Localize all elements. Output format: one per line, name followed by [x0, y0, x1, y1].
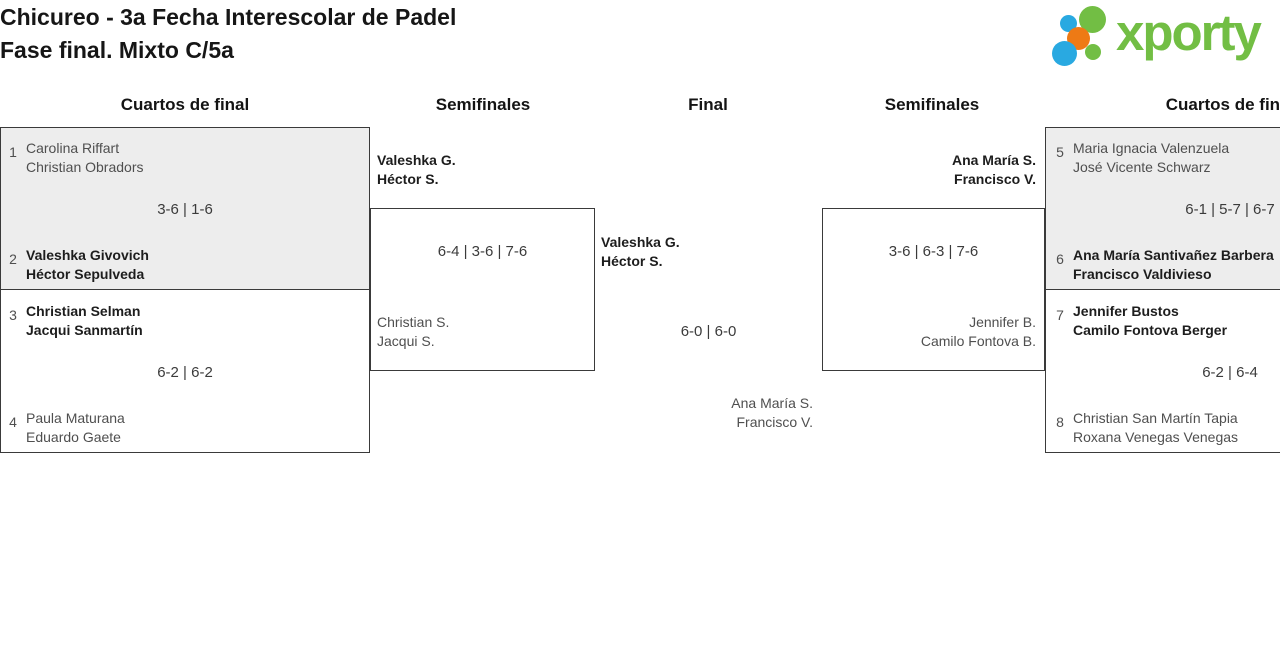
team-name-line: Héctor S.	[377, 171, 439, 187]
team-qf4-bottom: Christian San Martín Tapia Roxana Venega…	[1073, 409, 1238, 447]
round-header-final: Final	[688, 95, 728, 114]
seed-number: 8	[1056, 414, 1064, 430]
team-name-line: Roxana Venegas Venegas	[1073, 429, 1239, 445]
team-sf2-bottom: Jennifer B. Camilo Fontova B.	[921, 313, 1036, 351]
seed-number: 2	[9, 251, 17, 267]
team-name-line: Héctor S.	[601, 253, 663, 269]
round-header-semifinals-right: Semifinales	[884, 95, 980, 114]
team-qf3-top: Maria Ignacia Valenzuela José Vicente Sc…	[1073, 139, 1229, 177]
logo-wordmark: xporty	[1116, 4, 1262, 61]
team-name-line: Ana María S.	[951, 152, 1036, 168]
team-name-line: Ana María Santivañez Barbera	[1073, 247, 1274, 263]
match-box-qf1[interactable]: 1 Carolina Riffart Christian Obradors 3-…	[0, 127, 370, 290]
xporty-logo[interactable]: xporty	[1048, 4, 1280, 68]
team-name-line: Valeshka G.	[601, 234, 680, 250]
match-box-qf2[interactable]: 3 Christian Selman Jacqui Sanmartín 6-2 …	[0, 289, 370, 453]
match-box-sf2[interactable]: Ana María S. Francisco V. 3-6 | 6-3 | 7-…	[822, 152, 1045, 371]
team-qf3-bottom: Ana María Santivañez Barbera Francisco V…	[1073, 246, 1274, 284]
team-name-line: Héctor Sepulveda	[26, 266, 145, 282]
match-box-qf4[interactable]: 7 Jennifer Bustos Camilo Fontova Berger …	[1045, 289, 1280, 453]
team-name-line: Jennifer Bustos	[1073, 303, 1179, 319]
team-sf1-bottom: Christian S. Jacqui S.	[377, 313, 449, 351]
seed-number: 5	[1056, 144, 1064, 160]
team-name-line: Francisco Valdivieso	[1073, 266, 1212, 282]
team-sf2-top: Ana María S. Francisco V.	[952, 151, 1036, 189]
team-name-line: Paula Maturana	[26, 410, 125, 426]
team-name-line: Carolina Riffart	[26, 140, 120, 156]
seed-number: 7	[1056, 307, 1064, 323]
team-name-line: Camilo Fontova Berger	[1073, 322, 1228, 338]
page-title-line1: Chicureo - 3a Fecha Interescolar de Pade…	[0, 4, 457, 30]
team-qf1-top: Carolina Riffart Christian Obradors	[26, 139, 144, 177]
team-name-line: José Vicente Schwarz	[1073, 159, 1211, 175]
team-name-line: Valeshka Givovich	[26, 247, 149, 263]
team-qf4-top: Jennifer Bustos Camilo Fontova Berger	[1073, 302, 1227, 340]
match-score: 3-6 | 1-6	[157, 201, 213, 218]
logo-dot-green-small-icon	[1085, 44, 1101, 60]
team-name-line: Christian Obradors	[26, 159, 144, 175]
team-name-line: Francisco V.	[954, 171, 1036, 187]
team-final-bottom: Ana María S. Francisco V.	[731, 394, 813, 432]
team-sf1-top: Valeshka G. Héctor S.	[377, 151, 456, 189]
page-title-line2: Fase final. Mixto C/5a	[0, 37, 234, 63]
seed-number: 6	[1056, 251, 1064, 267]
team-name-line: Francisco V.	[736, 414, 813, 430]
team-qf1-bottom: Valeshka Givovich Héctor Sepulveda	[26, 246, 149, 284]
match-score: 6-2 | 6-4	[1202, 364, 1258, 381]
round-header-quarterfinals-right: Cuartos de final	[1165, 95, 1280, 114]
team-name-line: Eduardo Gaete	[26, 429, 121, 445]
match-score: 6-0 | 6-0	[680, 323, 737, 340]
team-qf2-bottom: Paula Maturana Eduardo Gaete	[26, 409, 125, 447]
match-score: 6-2 | 6-2	[157, 364, 213, 381]
team-name-line: Jacqui Sanmartín	[26, 322, 143, 338]
match-final[interactable]: Valeshka G. Héctor S. 6-0 | 6-0 Ana Marí…	[595, 208, 822, 458]
team-name-line: Valeshka G.	[377, 152, 456, 168]
team-name-line: Camilo Fontova B.	[920, 333, 1036, 349]
round-header-semifinals-left: Semifinales	[435, 95, 531, 114]
seed-number: 3	[9, 307, 17, 323]
round-header-quarterfinals-left: Cuartos de final	[120, 95, 250, 114]
team-qf2-top: Christian Selman Jacqui Sanmartín	[26, 302, 143, 340]
match-box-qf3[interactable]: 5 Maria Ignacia Valenzuela José Vicente …	[1045, 127, 1280, 290]
team-name-line: Christian Selman	[26, 303, 141, 319]
match-score: 6-1 | 5-7 | 6-7	[1185, 201, 1275, 218]
team-name-line: Christian San Martín Tapia	[1073, 410, 1238, 426]
page-title: Chicureo - 3a Fecha Interescolar de Pade…	[0, 1, 456, 67]
seed-number: 4	[9, 414, 17, 430]
team-name-line: Jacqui S.	[377, 333, 435, 349]
match-box-sf1[interactable]: Valeshka G. Héctor S. 6-4 | 3-6 | 7-6 Ch…	[370, 152, 595, 371]
logo-dot-blue-large-icon	[1052, 41, 1077, 66]
team-name-line: Jennifer B.	[969, 314, 1036, 330]
team-name-line: Christian S.	[377, 314, 450, 330]
team-final-top: Valeshka G. Héctor S.	[601, 233, 680, 271]
team-name-line: Ana María S.	[731, 395, 813, 411]
team-name-line: Maria Ignacia Valenzuela	[1073, 140, 1230, 156]
match-score: 3-6 | 6-3 | 7-6	[888, 243, 979, 260]
match-score: 6-4 | 3-6 | 7-6	[437, 243, 528, 260]
seed-number: 1	[9, 144, 17, 160]
